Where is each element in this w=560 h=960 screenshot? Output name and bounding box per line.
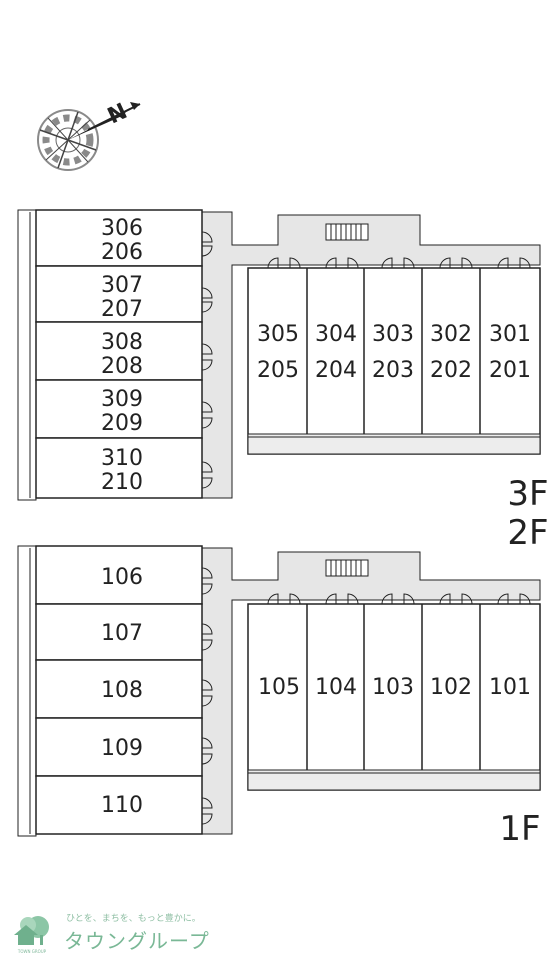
unit-number: 107 [101, 621, 143, 646]
house-tree-logo-icon [14, 916, 49, 945]
upper-right-units: 305 205 304 204 303 203 302 202 301 201 [257, 257, 531, 434]
unit-number: 208 [101, 354, 143, 379]
first-floor-right-units: 105 104 103 102 101 [258, 593, 531, 770]
unit-cell [35, 379, 203, 439]
unit-number: 109 [101, 736, 143, 761]
unit-number: 301 [489, 322, 531, 347]
unit-number: 103 [372, 675, 414, 700]
footer-branding: TOWN GROUP ひとを、まちを、もっと豊かに。 タウングループ [0, 905, 560, 960]
unit-number: 207 [101, 297, 143, 322]
unit-number: 210 [101, 470, 143, 495]
unit-number: 105 [258, 675, 300, 700]
unit-number: 108 [101, 678, 143, 703]
unit-number: 307 [101, 273, 143, 298]
compass-rose-icon [37, 102, 141, 171]
floor-label-3f: 3F [507, 474, 548, 514]
unit-number: 202 [430, 358, 472, 383]
unit-cell [35, 437, 203, 499]
unit-number: 308 [101, 330, 143, 355]
unit-number: 310 [101, 446, 143, 471]
unit-number: 106 [101, 565, 143, 590]
floor-label-2f: 2F [507, 513, 548, 553]
unit-number: 101 [489, 675, 531, 700]
upper-left-units: 306 206 307 207 308 208 309 209 310 210 [35, 209, 213, 499]
unit-number: 104 [315, 675, 357, 700]
brand-tagline: ひとを、まちを、もっと豊かに。 [66, 914, 201, 924]
unit-number: 203 [372, 358, 414, 383]
unit-cell [35, 321, 203, 381]
unit-number: 305 [257, 322, 299, 347]
unit-cell [35, 265, 203, 323]
unit-number: 209 [101, 411, 143, 436]
unit-cell [35, 775, 203, 835]
unit-number: 206 [101, 240, 143, 265]
floor-label-1f: 1F [499, 809, 540, 849]
unit-cell [35, 603, 203, 661]
upper-floors-plan [17, 209, 541, 501]
unit-number: 102 [430, 675, 472, 700]
brand-name: タウングループ [64, 929, 210, 953]
unit-number: 204 [315, 358, 357, 383]
unit-number: 306 [101, 216, 143, 241]
unit-number: 303 [372, 322, 414, 347]
logo-caption: TOWN GROUP [17, 949, 47, 954]
unit-number: 205 [257, 358, 299, 383]
first-floor-plan [17, 545, 541, 837]
unit-number: 304 [315, 322, 357, 347]
unit-number: 201 [489, 358, 531, 383]
compass-north-label: N [104, 99, 131, 129]
unit-number: 309 [101, 387, 143, 412]
unit-number: 302 [430, 322, 472, 347]
unit-number: 110 [101, 793, 143, 818]
first-floor-left-units: 106 107 108 109 110 [35, 545, 213, 835]
unit-cell [35, 209, 203, 267]
